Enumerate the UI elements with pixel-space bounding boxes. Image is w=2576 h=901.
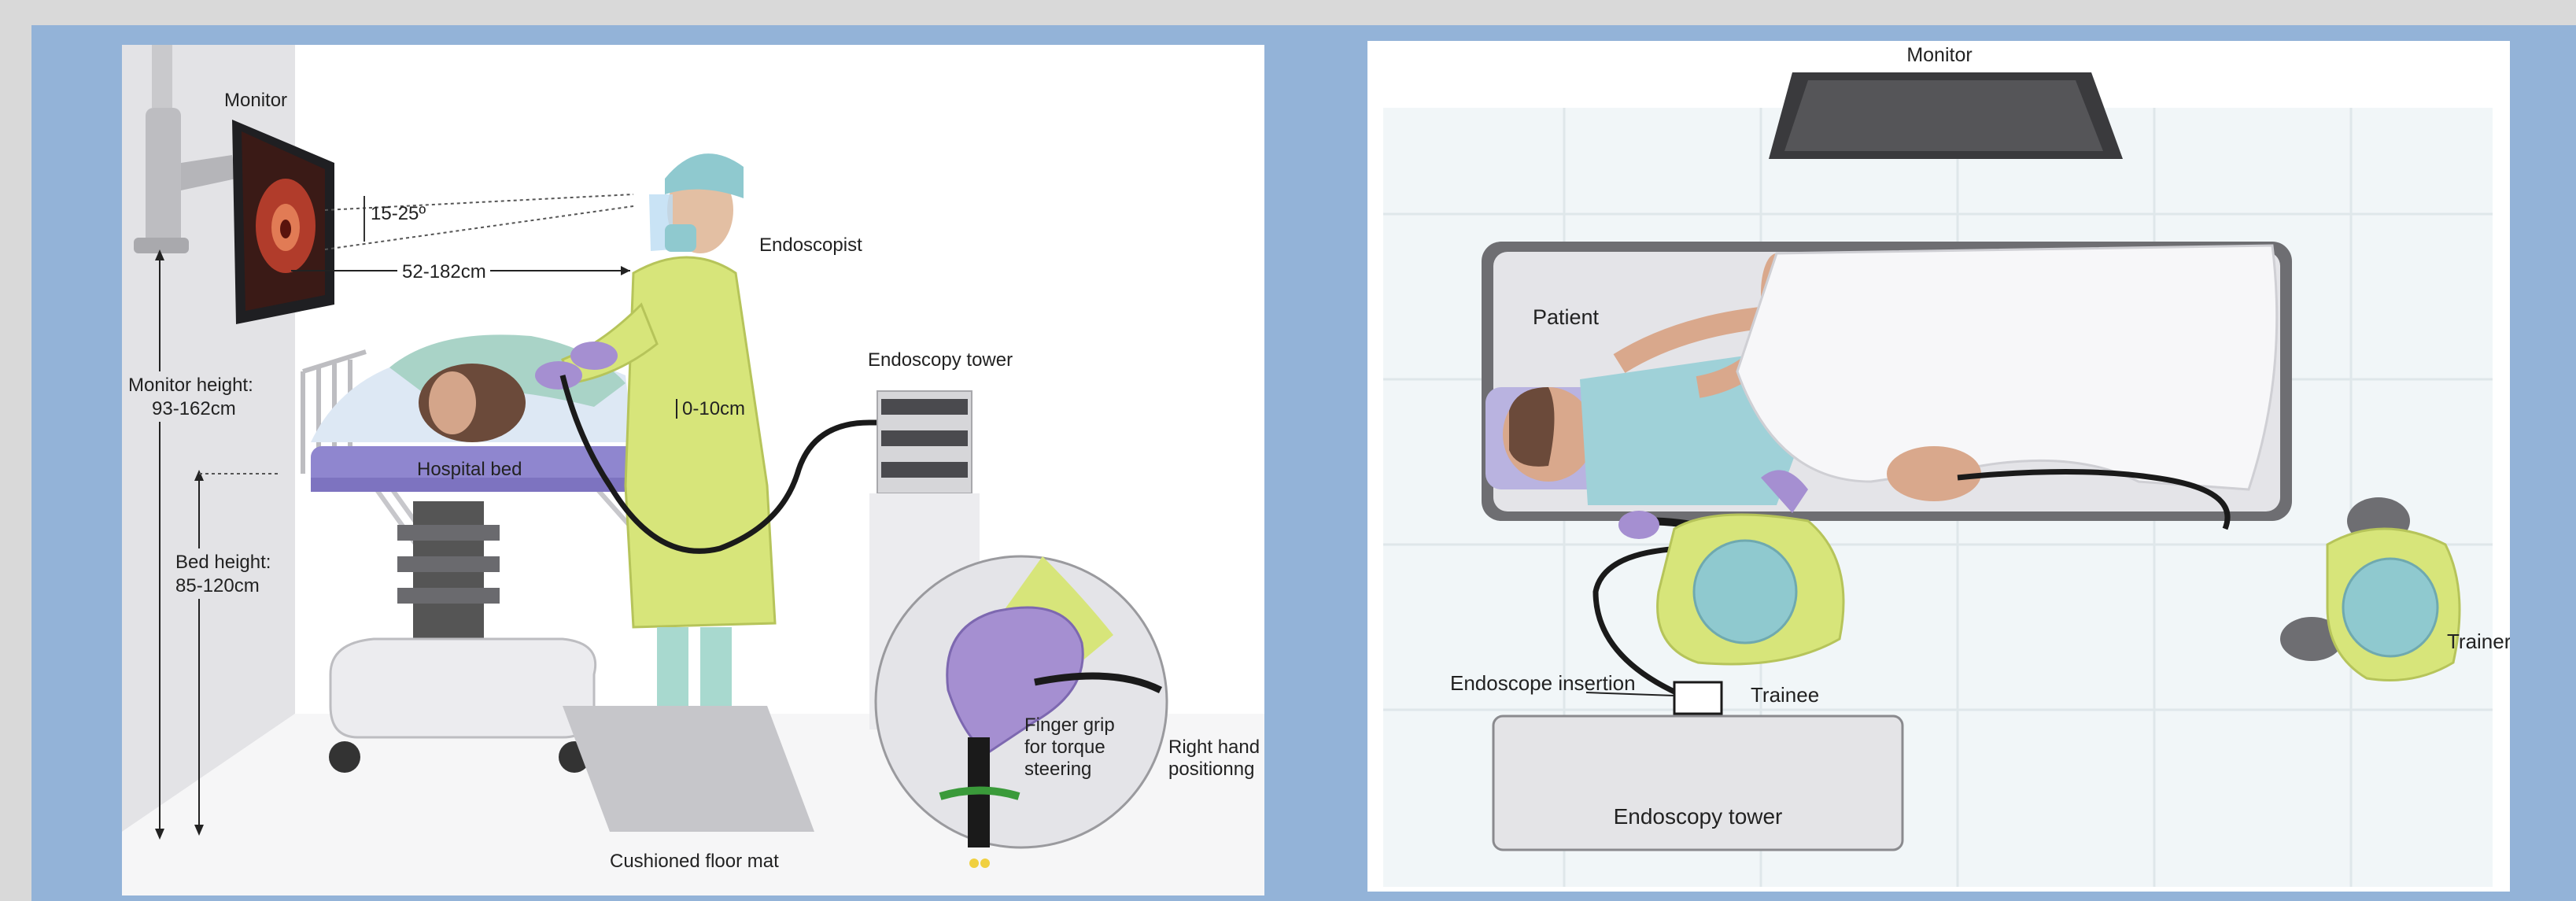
hospital-bed-label: Hospital bed (417, 459, 522, 480)
right-hand-label-2: positionng (1168, 759, 1254, 780)
finger-grip-label-3: steering (1024, 759, 1091, 780)
endoscopy-tower (1493, 716, 1902, 850)
patient-buttocks (1887, 446, 1981, 501)
endoscopy-tower-label: Endoscopy tower (1614, 804, 1783, 829)
distance-label: 52-182cm (402, 261, 486, 282)
top-view-illustration: Monitor Patient (1367, 41, 2510, 892)
trainer-label: Trainer (2447, 630, 2510, 653)
finger-grip-label-1: Finger grip (1024, 715, 1115, 736)
right-hand-label-1: Right hand (1168, 737, 1260, 758)
elbow-gap-label: 0-10cm (682, 398, 745, 419)
monitor (1769, 72, 2123, 159)
monitor (232, 120, 334, 324)
top-view-panel: Monitor Patient (1367, 41, 2510, 892)
bed-height-label-2: 85-120cm (175, 575, 260, 596)
floor-mat-label: Cushioned floor mat (610, 851, 779, 872)
side-view-illustration: Monitor 15-25º 52-182cm Monitor height: … (122, 45, 1264, 895)
finger-grip-label-2: for torque (1024, 737, 1105, 758)
endoscopist-label: Endoscopist (759, 234, 862, 256)
monitor-height-label-1: Monitor height: (128, 375, 253, 396)
monitor-height-label-2: 93-162cm (152, 398, 236, 419)
bed-sheet (1737, 246, 2277, 489)
endoscope-insertion-label: Endoscope insertion (1450, 671, 1636, 695)
monitor-label: Monitor (224, 90, 287, 111)
angle-label: 15-25º (371, 203, 426, 224)
distance-arrowhead (621, 266, 630, 275)
endoscopy-tower-label: Endoscopy tower (868, 349, 1013, 371)
monitor-label: Monitor (1906, 44, 1972, 66)
trainee-label: Trainee (1751, 683, 1819, 707)
patient-label: Patient (1533, 305, 1600, 329)
bed-height-label-1: Bed height: (175, 552, 271, 573)
endoscope-insertion-port (1674, 682, 1722, 714)
side-view-panel: Monitor 15-25º 52-182cm Monitor height: … (122, 45, 1264, 895)
